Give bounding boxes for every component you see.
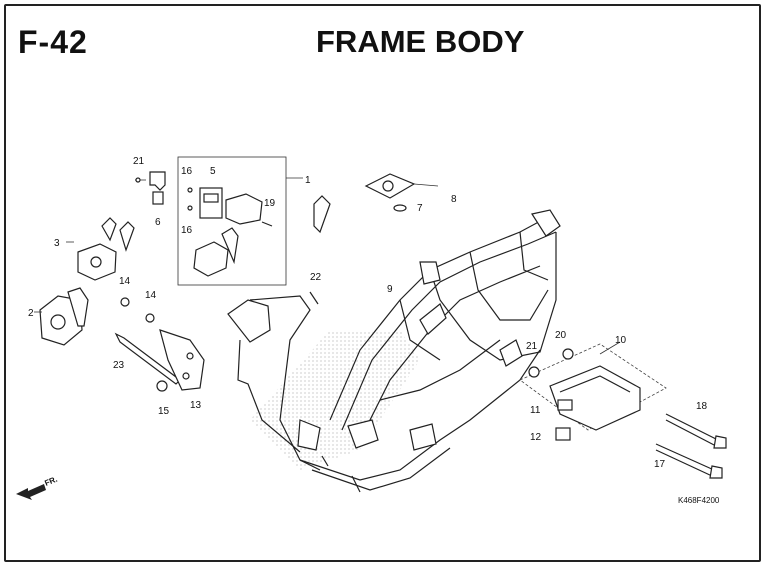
callout-label: 8 <box>451 194 457 205</box>
callout-label: 22 <box>310 272 322 283</box>
callout-label: 23 <box>113 360 125 371</box>
callout-label: 16 <box>181 166 193 177</box>
key <box>313 195 331 234</box>
callout-label: 19 <box>264 198 276 209</box>
callout-label: 9 <box>387 284 393 295</box>
group-box-1 <box>177 156 287 286</box>
part-2-ignition <box>34 287 89 346</box>
part-6-bracket <box>135 171 166 205</box>
part-5-switch <box>187 187 273 277</box>
fr-direction-arrow <box>16 484 46 500</box>
part-3-lock <box>66 217 135 281</box>
diagram-border <box>4 4 761 562</box>
part-8-card <box>364 173 439 212</box>
callout-label: 12 <box>530 432 542 443</box>
group-box-10 <box>519 343 667 431</box>
page-title: FRAME BODY <box>316 24 525 59</box>
callout-label: 10 <box>615 335 627 346</box>
diagram-code: K468F4200 <box>678 496 720 505</box>
page-number: F-42 <box>18 24 88 60</box>
callout-label: 1 <box>305 175 311 186</box>
callout-label: 20 <box>555 330 567 341</box>
direction-label: FR. <box>43 475 58 488</box>
callout-label: 7 <box>417 203 423 214</box>
callout-label: 21 <box>133 156 145 167</box>
callout-label: 14 <box>145 290 157 301</box>
callout-label: 5 <box>210 166 216 177</box>
callout-label: 13 <box>190 400 202 411</box>
callout-label: 21 <box>526 341 538 352</box>
callout-label: 17 <box>654 459 666 470</box>
callout-label: 15 <box>158 406 170 417</box>
callout-label: 18 <box>696 401 708 412</box>
callout-label: 14 <box>119 276 131 287</box>
part-13-bracket <box>114 297 205 392</box>
callout-label: 6 <box>155 217 161 228</box>
callout-label: 2 <box>28 308 34 319</box>
shading-area <box>250 330 420 470</box>
callout-label: 16 <box>181 225 193 236</box>
part-17-18-bolts <box>655 413 727 479</box>
part-10-hanger <box>528 348 641 441</box>
part-9-frame <box>227 209 561 493</box>
callout-label: 11 <box>530 405 541 416</box>
callout-label: 3 <box>54 238 60 249</box>
